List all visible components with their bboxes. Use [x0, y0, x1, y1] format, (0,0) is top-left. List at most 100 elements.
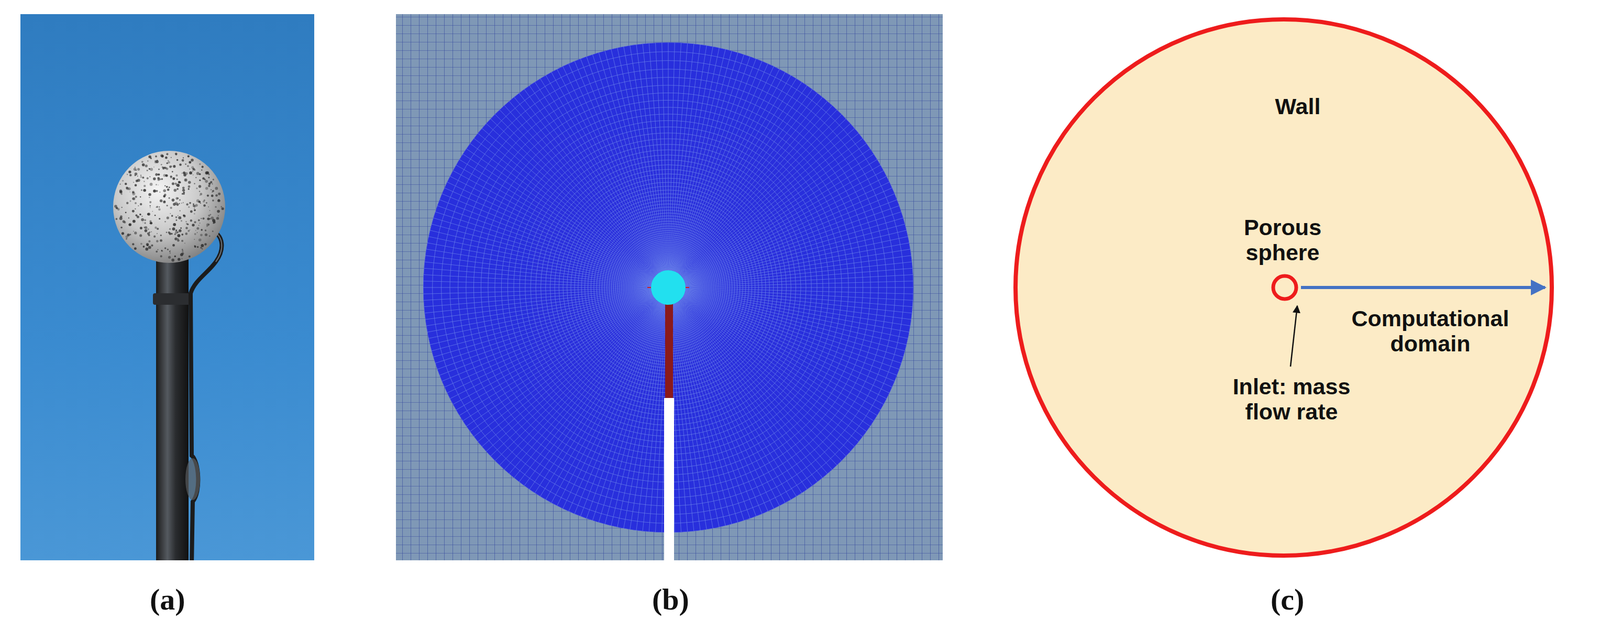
- radial-mesh-line: [683, 296, 881, 411]
- pore-dot: [178, 180, 182, 184]
- pore-dot: [127, 233, 130, 237]
- pore-dot: [186, 164, 190, 168]
- pore-dot: [164, 185, 166, 187]
- radial-mesh-line: [539, 302, 659, 497]
- panel-letter: (c): [1270, 582, 1305, 617]
- pore-dot: [189, 229, 191, 231]
- pore-dot: [171, 214, 174, 217]
- ring-mesh-line: [519, 138, 818, 437]
- inlet-leader: [1290, 305, 1298, 367]
- pore-dot: [207, 214, 211, 217]
- pore-dot: [181, 202, 183, 204]
- pore-dot: [133, 230, 135, 233]
- pore-dot: [193, 221, 196, 224]
- pore-dot: [204, 233, 208, 237]
- panel-letter: (b): [652, 582, 690, 617]
- pore-dot: [201, 166, 204, 169]
- pore-dot: [139, 234, 142, 237]
- pore-dot: [183, 214, 186, 218]
- pore-dot: [187, 155, 190, 158]
- pore-dot: [142, 189, 147, 193]
- pore-dot: [160, 163, 163, 166]
- pore-dot: [157, 249, 159, 251]
- pore-dot: [199, 163, 201, 165]
- pore-dot: [119, 190, 123, 194]
- radial-mesh-line: [545, 75, 660, 273]
- pore-dot: [176, 183, 180, 187]
- radial-mesh-line: [684, 292, 902, 363]
- pore-dot: [142, 222, 144, 224]
- pore-dot: [158, 168, 160, 171]
- pore-dot: [172, 177, 175, 180]
- pore-dot: [142, 245, 146, 248]
- pore-dot: [139, 213, 142, 216]
- pore-dot: [204, 180, 208, 184]
- radial-mesh-line: [661, 42, 668, 271]
- pore-dot: [141, 163, 146, 167]
- pore-dot: [207, 206, 209, 208]
- pore-dot: [147, 160, 149, 162]
- pore-dot: [146, 244, 149, 247]
- pore-dot: [179, 199, 181, 201]
- pore-dot: [170, 233, 173, 235]
- pore-dot: [205, 202, 208, 204]
- pore-dot: [134, 202, 137, 205]
- pore-dot: [193, 182, 196, 185]
- pore-dot: [206, 217, 210, 220]
- pore-dot: [147, 232, 150, 235]
- pore-dot: [164, 221, 167, 223]
- pore-dot: [129, 200, 132, 203]
- pore-dot: [161, 250, 164, 253]
- pore-dot: [154, 214, 157, 217]
- pore-dot: [166, 232, 168, 234]
- pore-dot: [147, 212, 151, 216]
- pore-dot: [120, 193, 123, 196]
- pore-dot: [199, 179, 201, 181]
- radial-mesh-line: [568, 63, 662, 272]
- pore-dot: [135, 195, 138, 198]
- pore-dot: [212, 178, 215, 181]
- ring-mesh-line: [645, 265, 691, 311]
- pore-dot: [160, 153, 163, 157]
- pore-dot: [188, 161, 192, 164]
- pore-dot: [182, 160, 184, 162]
- ring-mesh-line: [648, 267, 689, 308]
- pore-dot: [166, 204, 168, 207]
- pore-dot: [182, 191, 185, 194]
- inlet-label: Inlet: mass flow rate: [1218, 373, 1365, 425]
- pore-dot: [170, 157, 172, 159]
- domain-radius-arrow: [1300, 285, 1546, 290]
- pore-dot: [160, 234, 162, 237]
- pore-dot: [114, 204, 118, 208]
- schematic-panel: [1015, 19, 1552, 556]
- pore-dot: [177, 183, 181, 187]
- pore-dot: [193, 213, 195, 215]
- radial-mesh-line: [673, 54, 744, 272]
- pore-dot: [145, 164, 148, 168]
- radial-mesh-line: [437, 293, 653, 370]
- pore-dot: [155, 155, 158, 158]
- pore-dot: [169, 213, 171, 215]
- ring-mesh-line: [650, 270, 686, 305]
- pore-dot: [160, 255, 163, 258]
- radial-mesh-line: [557, 69, 661, 273]
- pore-dot: [162, 200, 166, 204]
- radial-mesh-line: [611, 49, 665, 271]
- radial-mesh-line: [684, 205, 900, 282]
- pore-dot: [169, 250, 171, 252]
- pore-dot: [201, 169, 203, 172]
- pore-dot: [195, 229, 197, 231]
- ring-mesh-line: [550, 169, 787, 406]
- ring-mesh-line: [646, 265, 690, 310]
- panel-letter: (a): [149, 582, 186, 617]
- radial-mesh-line: [683, 188, 892, 281]
- pore-dot: [200, 244, 204, 248]
- pore-dot: [178, 181, 181, 184]
- pore-dot: [207, 173, 210, 175]
- pore-dot: [185, 203, 189, 206]
- pore-dot: [159, 178, 162, 181]
- pore-dot: [204, 229, 207, 231]
- radial-mesh-line: [668, 42, 669, 271]
- radial-mesh-line: [677, 302, 792, 501]
- pore-dot: [188, 185, 191, 189]
